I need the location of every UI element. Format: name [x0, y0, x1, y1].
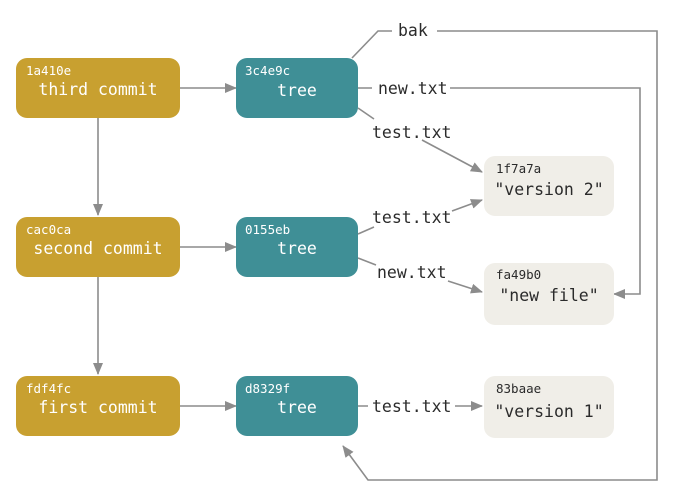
- blob-node: fa49b0 "new file": [484, 263, 614, 325]
- tree-node: 0155eb tree: [236, 217, 358, 277]
- commit-hash: fdf4fc: [26, 381, 71, 396]
- commit-message: first commit: [38, 398, 157, 417]
- commit-box: [16, 58, 180, 118]
- blob-content: "new file": [499, 286, 598, 305]
- blob-content: "version 1": [494, 402, 603, 421]
- tree-label: tree: [277, 81, 317, 100]
- commit-message: second commit: [33, 239, 162, 258]
- edge-labels: bak new.txt test.txt test.txt new.txt te…: [372, 21, 451, 416]
- edges: [93, 30, 658, 481]
- edge-label-first-test-txt: test.txt: [372, 397, 451, 416]
- commit-node: fdf4fc first commit: [16, 376, 180, 436]
- edge-label-second-new-txt: new.txt: [377, 263, 447, 282]
- commit-node: 1a410e third commit: [16, 58, 180, 118]
- edge-tree-3c4e9c-test-txt: [357, 107, 482, 172]
- blob-hash: 83baae: [496, 381, 541, 396]
- edge-tree-0155eb-test-txt: [357, 200, 482, 235]
- tree-label: tree: [277, 239, 317, 258]
- blob-node: 83baae "version 1": [484, 376, 614, 438]
- edge-tree-3c4e9c-new-txt: [358, 87, 641, 294]
- tree-label: tree: [277, 398, 317, 417]
- commit-box: [16, 217, 180, 277]
- commit-box: [16, 376, 180, 436]
- tree-hash: d8329f: [245, 381, 290, 396]
- blob-hash: fa49b0: [496, 267, 541, 282]
- tree-box: [236, 376, 358, 436]
- blob-box: [484, 376, 614, 438]
- tree-box: [236, 217, 358, 277]
- tree-hash: 3c4e9c: [245, 63, 290, 78]
- edge-label-second-test-txt: test.txt: [372, 208, 451, 227]
- edge-tree-3c4e9c-bak: [343, 30, 658, 481]
- commit-message: third commit: [38, 80, 157, 99]
- blob-hash: 1f7a7a: [496, 161, 541, 176]
- commit-hash: 1a410e: [26, 63, 71, 78]
- blob-box: [484, 263, 614, 325]
- edge-label-bak: bak: [398, 21, 428, 40]
- edge-tree-0155eb-new-txt: [357, 257, 482, 292]
- tree-hash: 0155eb: [245, 222, 290, 237]
- edge-label-third-test-txt: test.txt: [372, 123, 451, 142]
- tree-node: d8329f tree: [236, 376, 358, 436]
- tree-node: 3c4e9c tree: [236, 58, 358, 118]
- commit-hash: cac0ca: [26, 222, 71, 237]
- commit-node: cac0ca second commit: [16, 217, 180, 277]
- blob-box: [484, 156, 614, 216]
- blob-content: "version 2": [494, 180, 603, 199]
- edge-label-third-new-txt: new.txt: [378, 79, 448, 98]
- tree-box: [236, 58, 358, 118]
- blob-node: 1f7a7a "version 2": [484, 156, 614, 216]
